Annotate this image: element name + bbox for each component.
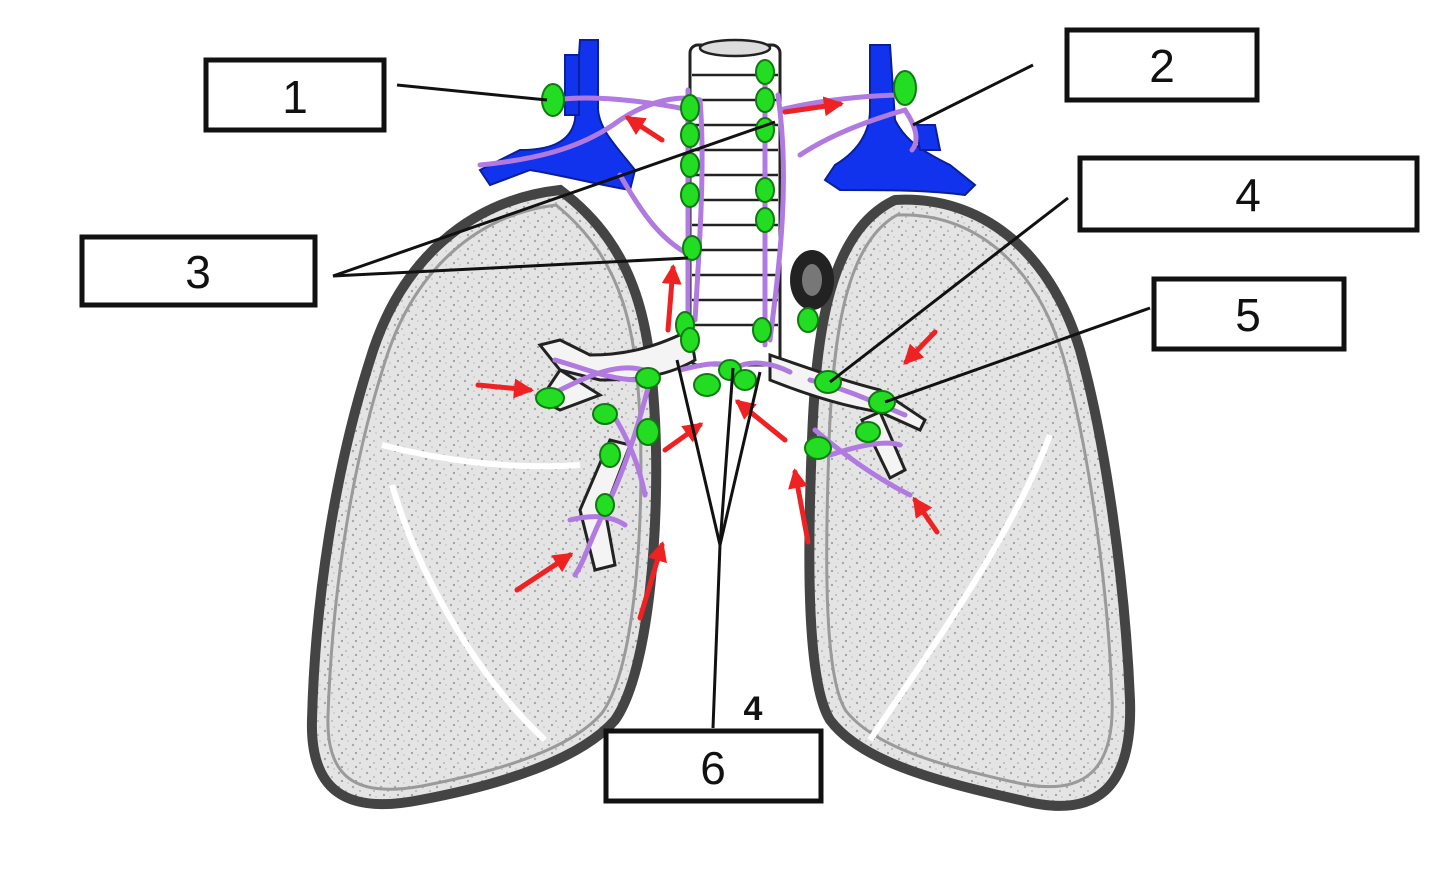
label-5[interactable]: 5	[1151, 276, 1347, 352]
left-brachiocephalic-vein	[823, 44, 977, 197]
label-2-text: 2	[1149, 40, 1175, 92]
label-5-text: 5	[1235, 289, 1261, 341]
annotation-4: 4	[744, 690, 763, 728]
lymph-nodes	[535, 59, 917, 517]
label-2[interactable]: 2	[1064, 27, 1260, 103]
horizontal-fissure	[381, 442, 581, 470]
label-3-text: 3	[185, 246, 211, 298]
label-1[interactable]: 1	[203, 57, 387, 133]
flow-arrows	[475, 96, 940, 621]
label-6-text: 6	[700, 742, 726, 794]
left-lung	[804, 194, 1136, 811]
oblique-fissure	[389, 484, 548, 743]
left-oblique-fissure	[867, 433, 1053, 742]
label-3[interactable]: 3	[79, 234, 318, 308]
label-4-text: 4	[1235, 169, 1261, 221]
leader-lines	[332, 63, 1151, 729]
label-6[interactable]: 6	[603, 728, 824, 804]
label-1-text: 1	[282, 71, 308, 123]
label-4[interactable]: 4	[1077, 155, 1420, 233]
